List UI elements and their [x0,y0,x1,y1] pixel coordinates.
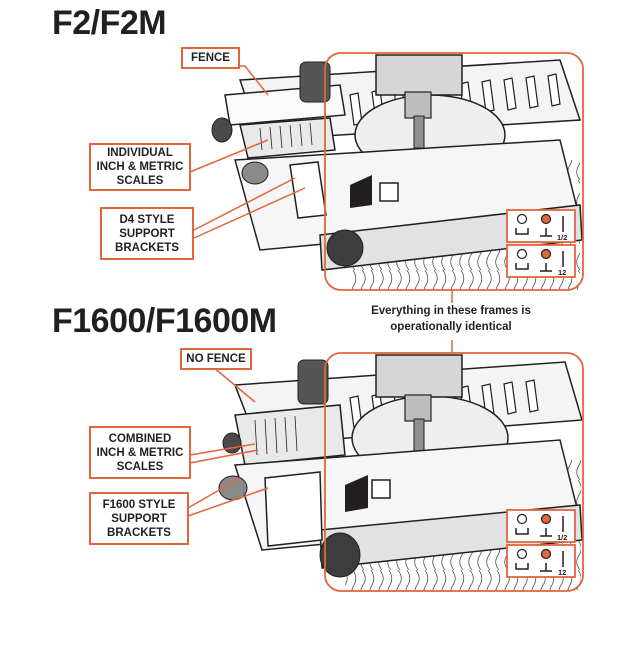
bottom-clamp-handle [297,359,329,405]
top-knob-left [211,117,233,143]
top-router-body [375,54,463,96]
top-scale-ticks [259,122,313,151]
top-indicator-b-label: 12 [558,268,566,277]
bottom-leader-lines [187,366,269,517]
callout-fence: FENCE [181,47,240,69]
top-scale-indicators: 1/2 12 [506,209,576,278]
bottom-scale-indicators: 1/2 12 [506,509,576,578]
top-knob-rail [326,229,364,267]
top-router-bit [413,115,425,149]
identical-frames-note: Everything in these frames is operationa… [371,305,531,333]
bottom-arrow-marker [345,475,368,512]
top-square-marker [379,182,399,202]
bottom-square-marker [371,479,391,499]
callout-f1600-brackets: F1600 STYLE SUPPORT BRACKETS [89,492,189,545]
bottom-knob-left [222,432,242,454]
top-indicator-a-label: 1/2 [557,233,567,242]
top-clamp-handle [299,61,331,103]
top-scale-plate [239,117,336,159]
callout-d4-brackets: D4 STYLE SUPPORT BRACKETS [100,207,194,260]
top-knob-front [241,161,269,185]
title-f1600: F1600/F1600M [52,302,277,340]
bottom-identical-frame [324,352,584,592]
top-arrow-marker [350,175,372,208]
top-router-collet [404,91,432,119]
bottom-scale-plate [234,404,346,466]
bottom-indicator-a-label: 1/2 [557,533,567,542]
bottom-router-body [375,354,463,398]
top-identical-frame [324,52,584,291]
bottom-knob-rail [319,532,361,578]
bottom-support-bracket [264,471,323,547]
callout-combined-scales: COMBINED INCH & METRIC SCALES [89,426,191,479]
callout-no-fence: NO FENCE [180,348,252,370]
title-f2: F2/F2M [52,4,167,42]
bottom-router-bit [413,418,425,452]
top-leader-lines [189,65,306,239]
callout-individual-scales: INDIVIDUAL INCH & METRIC SCALES [89,143,191,191]
bottom-router-collet [404,394,432,422]
bottom-scale-ticks [254,415,298,456]
top-support-bracket [289,161,327,219]
bottom-indicator-b-label: 12 [558,568,566,577]
